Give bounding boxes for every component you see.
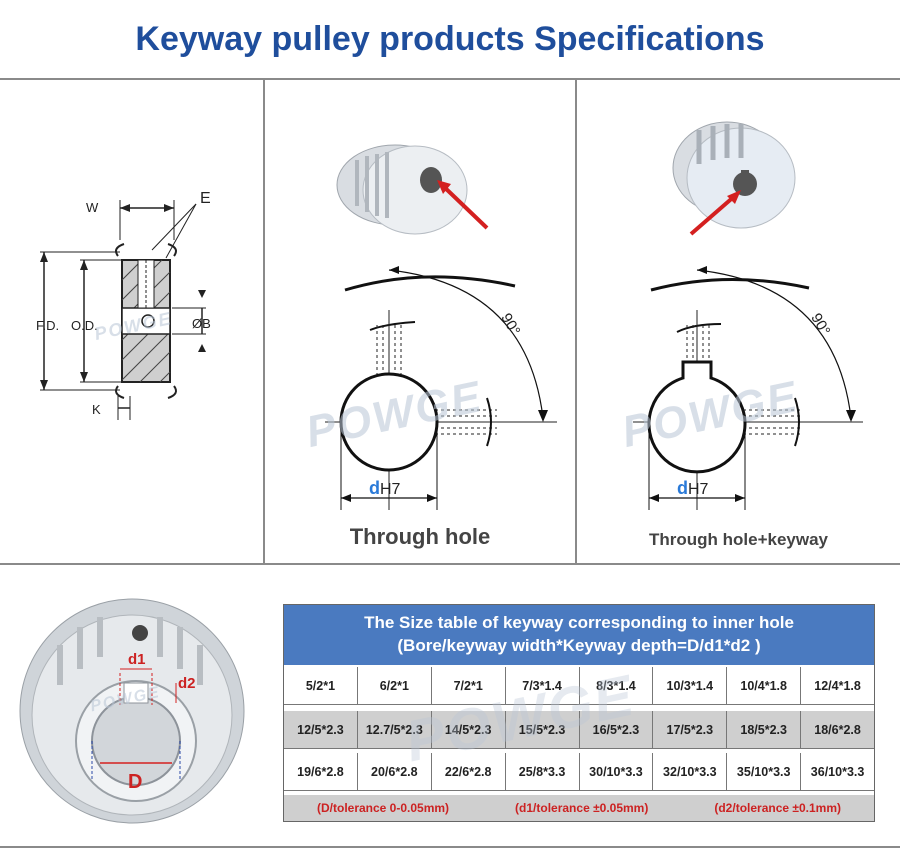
table-row: 12/5*2.3 12.7/5*2.3 14/5*2.3 15/5*2.3 16… [284,711,874,749]
d-tolerance: (D/tolerance 0-0.05mm) [317,801,450,815]
table-cell: 19/6*2.8 [284,753,358,791]
through-hole-panel: 90° dH7 POWGE Through hole [265,80,575,563]
divider [0,846,900,848]
tolerance-footer: (D/tolerance 0-0.05mm) (d1/tolerance ±0.… [284,795,874,821]
page-title: Keyway pulley products Specifications [135,19,765,58]
through-hole-drawing [325,144,557,510]
table-cell: 32/10*3.3 [653,753,728,791]
divider [575,80,577,563]
table-cell: 7/3*1.4 [505,667,580,705]
bore-label: ØB [192,316,211,331]
table-cell: 17/5*2.3 [653,711,728,749]
table-cell: 12.7/5*2.3 [357,711,432,749]
table-cell: 8/3*1.4 [579,667,654,705]
table-header-line2: (Bore/keyway width*Keyway depth=D/d1*d2 … [397,636,761,655]
w-label: W [86,200,99,215]
table-cell: 30/10*3.3 [579,753,654,791]
table-cell: 14/5*2.3 [431,711,506,749]
e-label: E [200,190,211,207]
table-cell: 10/3*1.4 [653,667,728,705]
table-cell: 6/2*1 [357,667,432,705]
table-cell: 25/8*3.3 [505,753,580,791]
fd-label: F.D. [36,318,60,333]
pulley-photo-panel: d1 d2 D POWGE [0,565,280,846]
keyway-panel: 90° dH7 POWGE Through hole+keyway [577,80,900,563]
d2-label: d2 [178,675,196,692]
table-cell: 20/6*2.8 [357,753,432,791]
divider [0,78,900,80]
pulley-photo [19,598,245,824]
table-cell: 12/5*2.3 [284,711,358,749]
bore-diameter-label: dH7 [369,478,401,498]
keyway-caption: Through hole+keyway [648,530,828,549]
table-cell: 36/10*3.3 [801,753,874,791]
bore-diameter-label: dH7 [677,478,709,498]
through-hole-caption: Through hole [349,524,491,549]
d1-tolerance: (d1/tolerance ±0.05mm) [515,801,649,815]
table-header-line1: The Size table of keyway corresponding t… [364,613,794,632]
table-row: 5/2*1 6/2*1 7/2*1 7/3*1.4 8/3*1.4 10/3*1… [284,667,874,705]
pulley-cross-section-drawing [40,200,206,420]
keyway-size-table: The Size table of keyway corresponding t… [283,604,875,822]
table-cell: 15/5*2.3 [505,711,580,749]
table-cell: 18/6*2.8 [801,711,874,749]
table-cell: 16/5*2.3 [579,711,654,749]
bore-d-label: D [128,771,143,793]
d2-tolerance: (d2/tolerance ±0.1mm) [714,801,841,815]
table-cell: 12/4*1.8 [801,667,874,705]
table-cell: 35/10*3.3 [727,753,802,791]
keyway-drawing [633,121,863,510]
table-cell: 5/2*1 [284,667,358,705]
table-cell: 7/2*1 [431,667,506,705]
table-row: 19/6*2.8 20/6*2.8 22/6*2.8 25/8*3.3 30/1… [284,753,874,791]
k-label: K [92,402,101,417]
cross-section-panel: W E F.D. O.D. ØB K POWGE [0,80,263,563]
od-label: O.D. [71,318,98,333]
table-header: The Size table of keyway corresponding t… [284,605,874,665]
table-cell: 18/5*2.3 [727,711,802,749]
table-cell: 10/4*1.8 [727,667,802,705]
table-cell: 22/6*2.8 [431,753,506,791]
divider [0,563,900,565]
divider [263,80,265,563]
d1-label: d1 [128,651,146,668]
